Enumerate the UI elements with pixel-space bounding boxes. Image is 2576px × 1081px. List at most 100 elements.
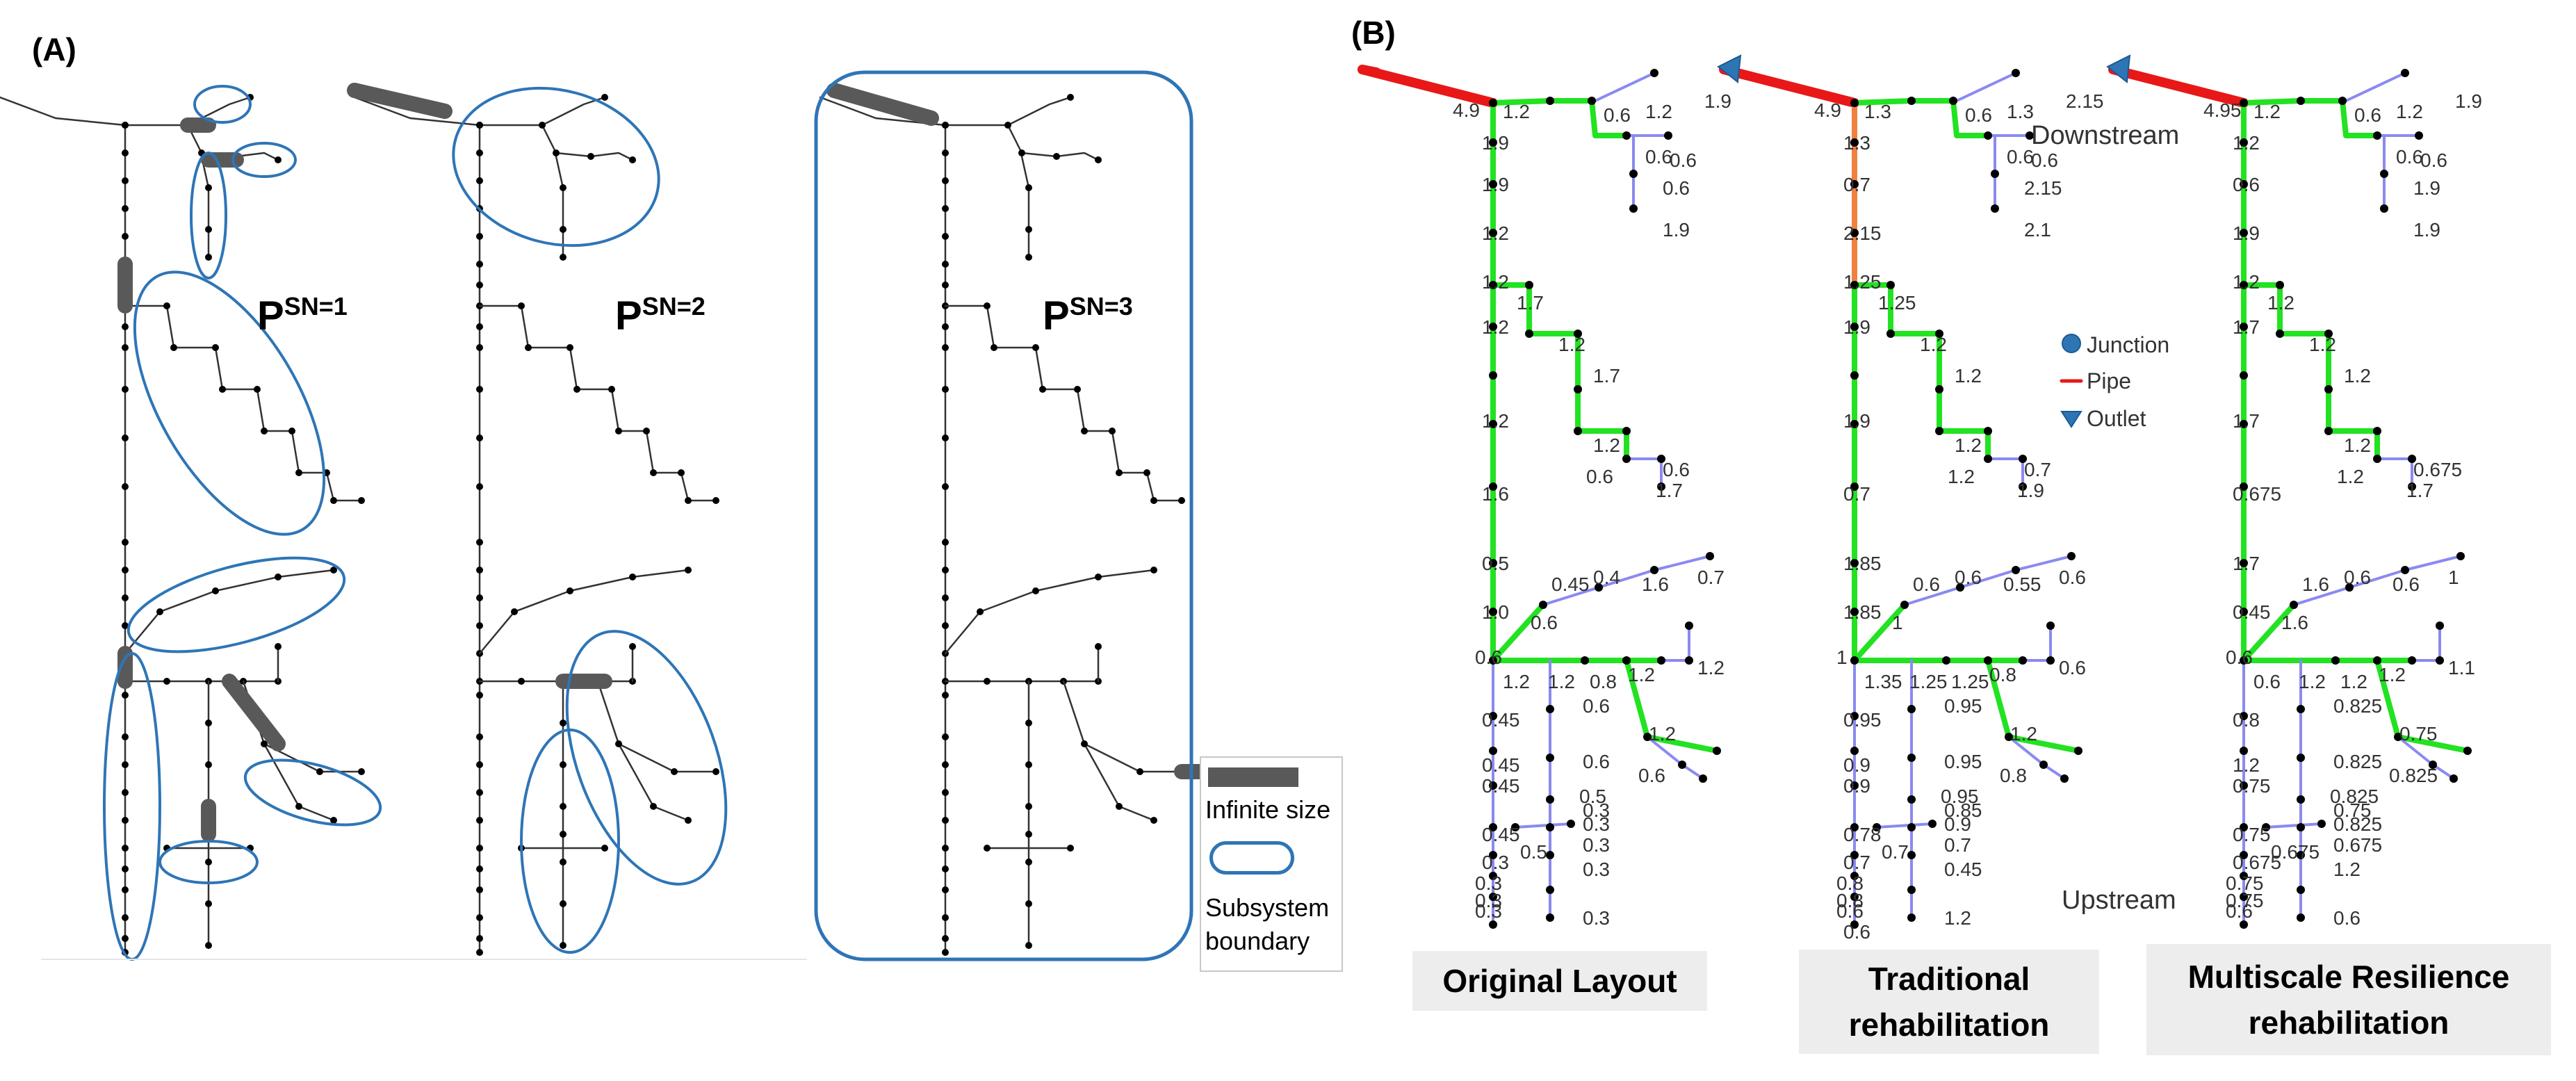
- pipe-diameter-label: 1.9: [1843, 410, 1870, 432]
- outlet-value-label: 4.9: [1814, 99, 1841, 121]
- junction-node: [991, 344, 997, 351]
- junction-node: [1622, 427, 1631, 435]
- junction-node: [2240, 371, 2248, 380]
- infinite-size-swatch: [1208, 767, 1298, 787]
- scheme-title-sup: SN=3: [1069, 292, 1133, 320]
- pipe-diameter-label: 1.0: [1482, 601, 1509, 623]
- pipe-diameter-label: 0.7: [1697, 567, 1725, 588]
- pipe-diameter-label: 1.2: [1503, 101, 1530, 122]
- pipe-diameter-label: 1.2: [1482, 316, 1509, 338]
- pipe-diameter-label: 0.45: [1482, 824, 1520, 845]
- junction-node: [330, 567, 337, 574]
- junction-node: [685, 567, 692, 574]
- pipe-diameter-label: 1: [2448, 567, 2459, 588]
- junction-node: [2373, 656, 2381, 665]
- junction-node: [2297, 705, 2305, 713]
- pipe-diameter-label: 0.8: [2000, 765, 2027, 786]
- junction-node: [358, 497, 365, 504]
- junction-node: [2012, 566, 2020, 574]
- scheme-title-sn2: PSN=2: [615, 292, 706, 339]
- junction-node: [560, 900, 566, 907]
- pipe-diameter-label: 0.6: [1670, 149, 1697, 171]
- pipe-diameter-label: 0.3: [1583, 907, 1610, 929]
- junction-node: [476, 344, 483, 351]
- pipe-diameter-label: 0.78: [1843, 824, 1882, 845]
- junction-node: [1850, 712, 1859, 720]
- junction-node: [984, 302, 991, 309]
- scheme-title-sn1: PSN=1: [257, 292, 348, 339]
- panel-b-legend: [2060, 334, 2083, 428]
- junction-node: [2408, 455, 2416, 463]
- junction-node: [1622, 455, 1631, 463]
- junction-node: [2429, 761, 2437, 769]
- junction-node: [560, 803, 566, 810]
- pipe-diameter-label: 0.7: [1843, 852, 1870, 873]
- pipe-diameter-label: 1.2: [1649, 723, 1676, 745]
- pipe-diameter-label: 0.75: [2233, 775, 2271, 797]
- junction-node: [1850, 608, 1859, 616]
- junction-node: [1907, 851, 1916, 859]
- pipe-diameter-label: 0.6: [1965, 104, 1992, 126]
- junction-node: [1025, 859, 1032, 865]
- junction-node: [1657, 656, 1665, 665]
- junction-node: [942, 567, 949, 574]
- rehabilitated-pipe: [1490, 602, 1546, 663]
- pipe-diameter-label: 1.3: [1843, 132, 1870, 154]
- junction-node: [1095, 574, 1102, 580]
- pipe-diameter-label: 0.6: [1843, 921, 1870, 943]
- network-scheme: [0, 85, 382, 961]
- junction-node: [316, 768, 323, 775]
- branch-pipe: [1020, 155, 1030, 259]
- junction-node: [2240, 781, 2248, 790]
- junction-node: [205, 720, 212, 726]
- junction-node: [1907, 97, 1916, 105]
- pipe-diameter-label: 1.6: [2281, 612, 2308, 633]
- pipe-diameter-label: 0.6: [1586, 466, 1613, 487]
- junction-node: [1546, 913, 1554, 922]
- junction-node: [2436, 621, 2444, 630]
- pipe-diameter-label: 1.2: [1697, 657, 1725, 678]
- pipe-diameter-label: 1.9: [2413, 177, 2440, 199]
- junction-node: [1907, 913, 1916, 922]
- junction-node: [1025, 900, 1032, 907]
- pipe-diameter-label: 0.3: [1475, 900, 1502, 922]
- junction-node: [1489, 229, 1497, 237]
- junction-node: [1489, 99, 1497, 107]
- junction-node: [275, 156, 282, 163]
- junction-node: [942, 914, 949, 921]
- junction-node: [122, 122, 129, 129]
- scheme-title-base: P: [1043, 293, 1070, 339]
- subsystem-boundary: [158, 840, 259, 884]
- junction-node: [1699, 774, 1707, 783]
- junction-node: [1095, 156, 1102, 163]
- junction-node: [2297, 754, 2305, 762]
- junction-node: [205, 226, 212, 233]
- subsystem-boundary: [190, 152, 227, 279]
- junction-node: [2240, 281, 2248, 289]
- junction-node: [1109, 428, 1116, 434]
- junction-node: [2317, 820, 2326, 828]
- junction-node: [205, 184, 212, 191]
- pipe-diameter-label: 1.2: [2337, 466, 2364, 487]
- junction-node: [122, 483, 129, 490]
- junction-node: [122, 233, 129, 240]
- junction-node: [942, 622, 949, 629]
- junction-node: [1525, 281, 1533, 289]
- scheme-title-base: P: [615, 293, 642, 339]
- junction-node: [2380, 170, 2388, 178]
- junction-node: [1664, 131, 1672, 140]
- junction-node: [1081, 740, 1088, 747]
- junction-node: [2074, 747, 2082, 755]
- legend-junction-label: Junction: [2087, 332, 2170, 357]
- pipe-diameter-label: 1.2: [1944, 907, 1971, 929]
- junction-node: [1850, 281, 1859, 289]
- junction-node: [1935, 427, 1943, 435]
- junction-node: [1489, 323, 1497, 331]
- pipe-diameter-label: 1.2: [2344, 365, 2371, 387]
- junction-node: [1650, 69, 1658, 77]
- pipe-diameter-label: 1.9: [1843, 316, 1870, 338]
- upstream-label: Upstream: [2062, 886, 2176, 915]
- junction-node: [1622, 656, 1631, 665]
- junction-node: [1850, 323, 1859, 331]
- junction-node: [2240, 229, 2248, 237]
